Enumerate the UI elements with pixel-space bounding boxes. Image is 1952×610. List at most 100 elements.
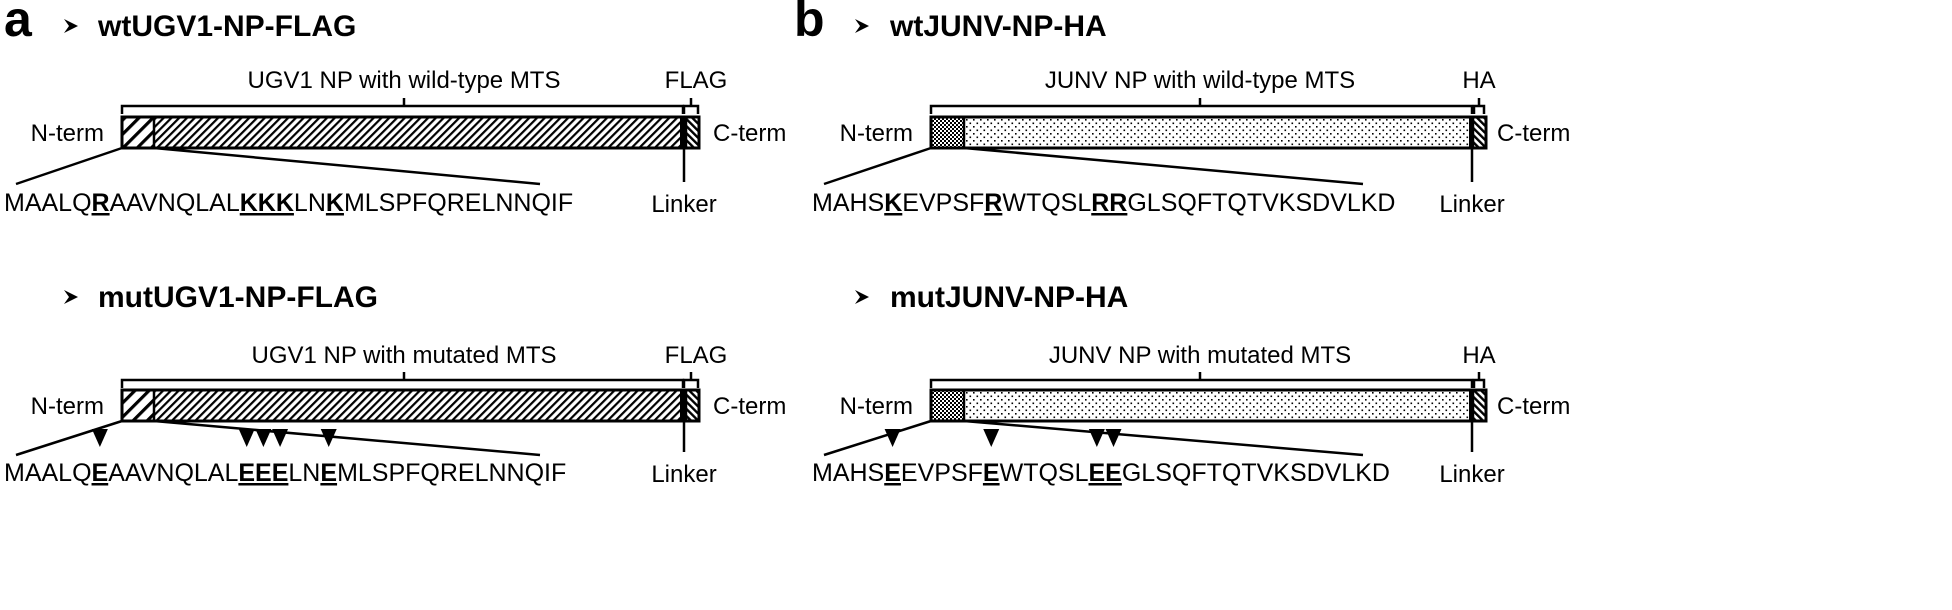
c-term-label: C-term: [1497, 393, 1570, 420]
linker-label: Linker: [651, 461, 716, 488]
linker-segment: [1469, 117, 1473, 148]
tag-label: HA: [1462, 342, 1495, 369]
sequence-segment: MLSPFQRELNNQIF: [344, 189, 573, 217]
construct-title: wtJUNV-NP-HA: [889, 10, 1107, 43]
sequence-residue-highlight: K: [884, 189, 902, 217]
zoom-line-left: [15, 419, 123, 457]
protein-bar-outline: [929, 388, 1488, 423]
sequence-residue-highlight: EE: [1089, 459, 1122, 487]
construct-title: wtUGV1-NP-FLAG: [97, 10, 356, 43]
n-term-label: N-term: [840, 393, 913, 420]
sequence-residue-highlight: RR: [1091, 189, 1127, 217]
np-bracket: [929, 104, 1474, 114]
sequence-segment: EVPSF: [901, 459, 983, 487]
linker-label: Linker: [1439, 461, 1504, 488]
sequence-residue-highlight: E: [92, 459, 109, 487]
mts-sequence: MAHSKEVPSFRWTQSLRRGLSQFTQTVKSDVLKD: [812, 189, 1395, 217]
np-bracket: [120, 104, 685, 114]
np-body: [931, 117, 1469, 148]
mts-sequence: MAALQEAAVNQLALEEELNEMLSPFQRELNNQIF: [4, 459, 566, 487]
mts-segment: [122, 390, 154, 421]
mutation-marker-icon: [255, 429, 272, 447]
mutation-marker-icon: [1105, 429, 1122, 447]
np-bracket: [929, 378, 1474, 388]
sequence-segment: WTQSL: [1000, 459, 1089, 487]
mts-segment: [931, 390, 964, 421]
arrow-bullet-icon: [855, 19, 869, 33]
mutation-marker-icon: [983, 429, 1000, 447]
tag-segment: [1473, 390, 1486, 421]
np-body: [931, 390, 1469, 421]
tag-label: FLAG: [665, 342, 728, 369]
construct-wtJUNV-NP-HA: wtJUNV-NP-HA JUNV NP with wild-type MTS HA…: [812, 10, 1570, 218]
sequence-segment: EVPSF: [902, 189, 984, 217]
sequence-segment: MAALQ: [4, 189, 92, 217]
arrow-bullet-icon: [855, 290, 869, 304]
sequence-segment: MAHS: [812, 189, 884, 217]
zoom-line-left: [823, 146, 932, 186]
sequence-residue-highlight: K: [326, 189, 344, 217]
construct-title: mutUGV1-NP-FLAG: [98, 281, 378, 314]
mts-segment: [931, 117, 964, 148]
sequence-segment: MAALQ: [4, 459, 92, 487]
n-term-label: N-term: [31, 120, 104, 147]
linker-label: Linker: [1439, 191, 1504, 218]
zoom-line-right: [963, 146, 1364, 186]
zoom-line-left: [15, 146, 123, 186]
sequence-residue-highlight: E: [983, 459, 1000, 487]
sequence-segment: GLSQFTQTVKSDVLKD: [1127, 189, 1395, 217]
mutation-marker-icon: [884, 429, 901, 447]
zoom-line-right: [153, 419, 541, 457]
sequence-residue-highlight: E: [884, 459, 901, 487]
construct-mutUGV1-NP-FLAG: mutUGV1-NP-FLAG UGV1 NP with mutated MTS F…: [4, 281, 786, 488]
sequence-residue-highlight: R: [984, 189, 1002, 217]
construct-title: mutJUNV-NP-HA: [890, 281, 1128, 314]
mutation-marker-icon: [320, 429, 337, 447]
mutation-marker-icon: [91, 429, 108, 447]
tag-bracket: [1472, 378, 1486, 388]
np-body: [122, 117, 680, 148]
sequence-segment: AAVNQLAL: [110, 189, 240, 217]
panel-letter: b: [794, 0, 825, 47]
c-term-label: C-term: [713, 120, 786, 147]
tag-label: FLAG: [665, 67, 728, 94]
sequence-residue-highlight: E: [320, 459, 337, 487]
arrow-bullet-icon: [64, 19, 78, 33]
np-label: UGV1 NP with mutated MTS: [252, 342, 557, 369]
panel-letter: a: [4, 0, 33, 47]
tag-bracket: [682, 378, 700, 388]
zoom-line-right: [963, 419, 1364, 457]
sequence-residue-highlight: R: [92, 189, 110, 217]
n-term-label: N-term: [31, 393, 104, 420]
linker-segment: [1469, 390, 1473, 421]
linker-label: Linker: [651, 191, 716, 218]
sequence-segment: MAHS: [812, 459, 884, 487]
np-bracket: [120, 378, 685, 388]
n-term-label: N-term: [840, 120, 913, 147]
zoom-line-right: [153, 146, 541, 186]
tag-bracket: [1472, 104, 1486, 114]
panel-b: b wtJUNV-NP-HA JUNV NP with wild-type MTS H…: [794, 0, 1570, 488]
tag-label: HA: [1462, 67, 1495, 94]
arrow-bullet-icon: [64, 290, 78, 304]
c-term-label: C-term: [713, 393, 786, 420]
linker-segment: [680, 390, 686, 421]
protein-bar-outline: [120, 115, 701, 150]
sequence-segment: WTQSL: [1002, 189, 1091, 217]
sequence-residue-highlight: KKK: [240, 189, 294, 217]
zoom-line-left: [823, 419, 932, 457]
mts-sequence: MAALQRAAVNQLALKKKLNKMLSPFQRELNNQIF: [4, 189, 573, 217]
mutation-marker-icon: [272, 429, 289, 447]
sequence-segment: LN: [288, 459, 320, 487]
tag-bracket: [682, 104, 700, 114]
np-label: JUNV NP with wild-type MTS: [1045, 67, 1355, 94]
sequence-segment: MLSPFQRELNNQIF: [337, 459, 566, 487]
sequence-segment: LN: [294, 189, 326, 217]
tag-segment: [1473, 117, 1486, 148]
protein-bar-outline: [120, 388, 701, 423]
mutation-marker-icon: [1088, 429, 1105, 447]
